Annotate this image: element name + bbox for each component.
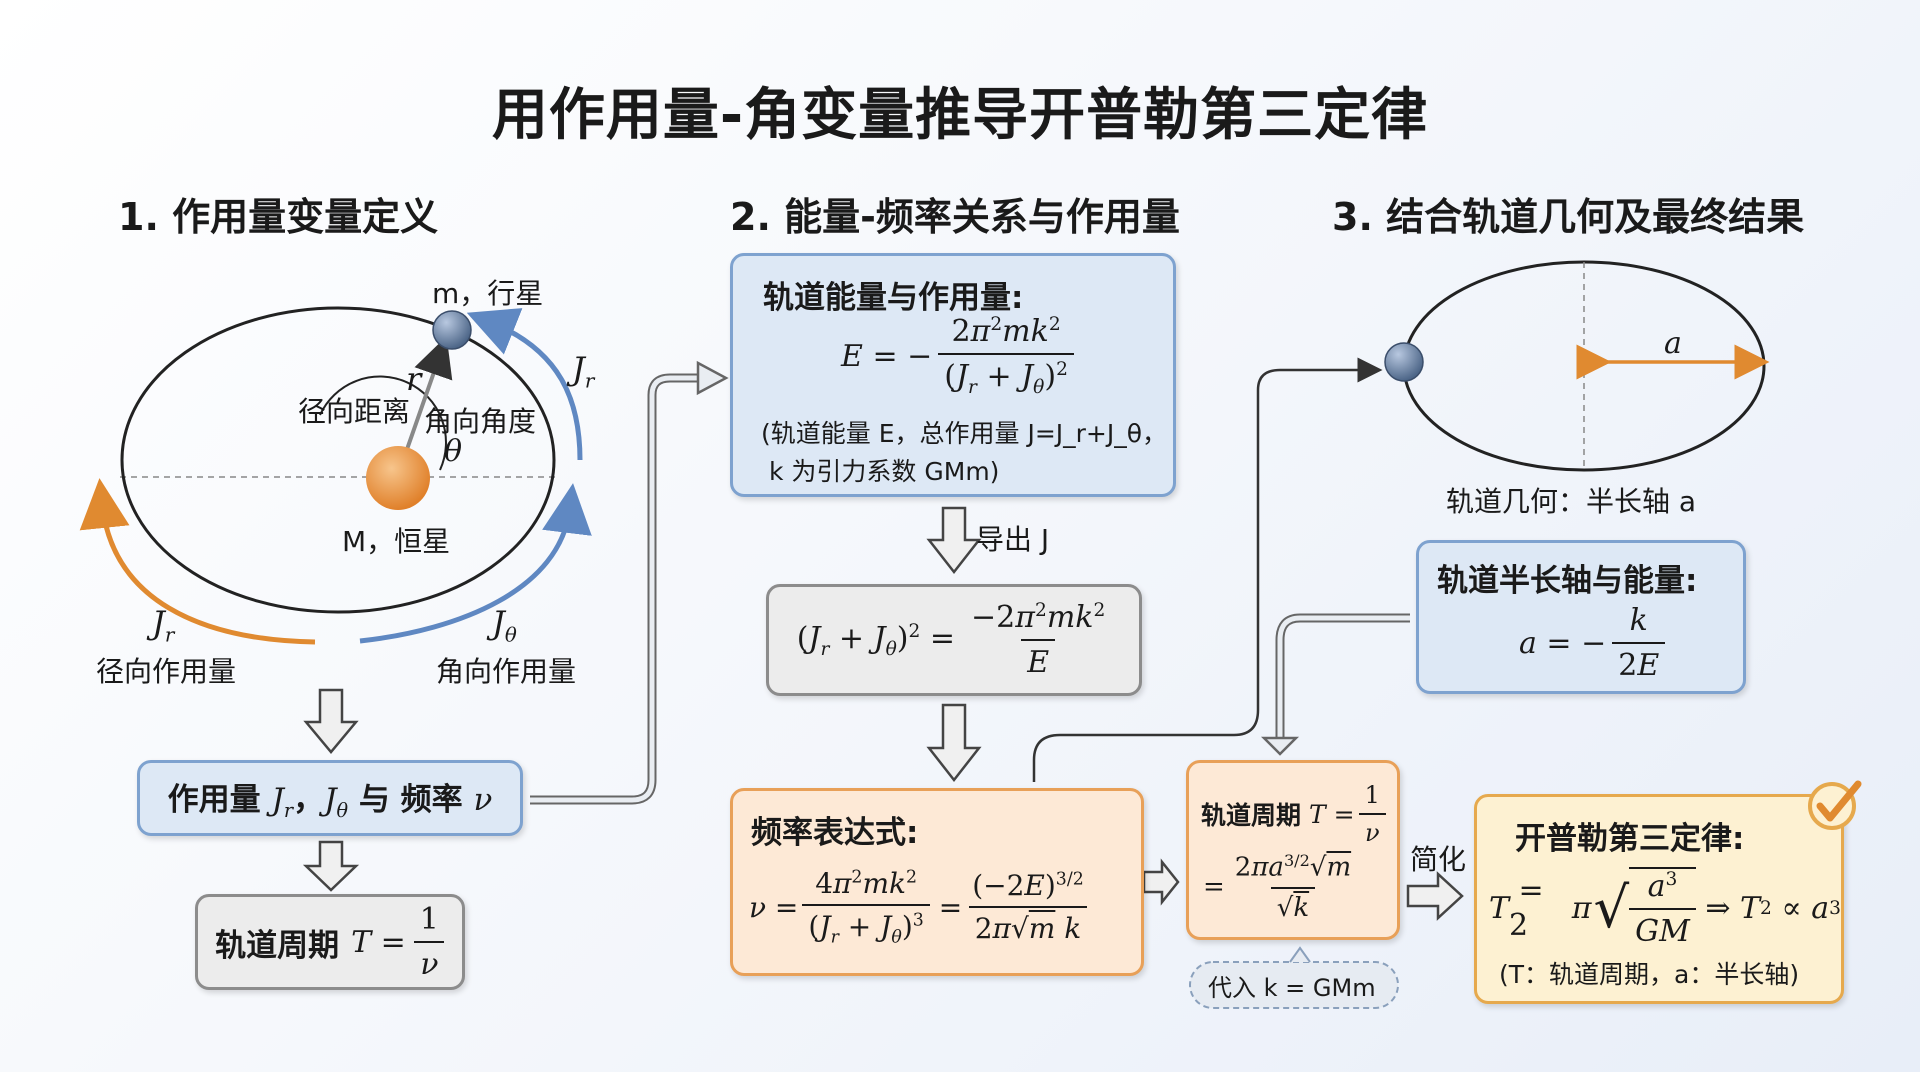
down-arrow-icon [302,688,360,892]
theta-symbol: θ [444,434,463,469]
jr-symbol: Jr [152,604,175,647]
radial-distance-label: 径向距离 [298,395,411,428]
down-arrow-icon [1260,736,1300,756]
section-3-title: 3. 结合轨道几何及最终结果 [1332,195,1805,239]
right-arrow-icon [696,360,729,396]
orbit-diagram-1 [79,306,592,645]
planet-icon [1384,342,1424,382]
jtheta-symbol: Jθ [492,604,517,647]
orbit-geometry-label: 轨道几何：半长轴 a [1446,485,1697,518]
angular-action-label: 角向作用量 [436,655,577,688]
semi-major-symbol: a [1664,326,1682,361]
energy-action-box: 轨道能量与作用量: E = − 2π2mk2 (Jr + Jθ)2 (轨道能量 … [730,253,1176,497]
section-2-title: 2. 能量-频率关系与作用量 [730,195,1180,239]
page-title: 用作用量-角变量推导开普勒第三定律 [491,83,1429,148]
angular-angle-label: 角向角度 [424,405,537,438]
star-icon [366,446,430,510]
total-action-box: (Jr + Jθ)2 = −2π2mk2 E [766,584,1142,696]
derive-j-label: 导出 J [976,523,1050,556]
section-1-title: 1. 作用量变量定义 [118,195,439,239]
checkmark-icon [1808,780,1862,830]
right-arrow-icon [1142,858,1180,906]
action-frequency-box: 作用量 Jr，Jθ 与 频率 ν [137,760,523,836]
energy-note-2: k 为引力系数 GMm) [769,457,1000,486]
star-label: M，恒星 [342,525,451,558]
angular-arrow-bottom [359,483,592,644]
right-arrow-icon [1406,871,1464,921]
frequency-box: 频率表达式: ν = 4π2mk2 (Jr + Jθ)3 = (−2E)3/2 … [730,788,1144,976]
radial-arrow [79,478,316,645]
semi-major-energy-box: 轨道半长轴与能量: a = − k 2E [1416,540,1746,694]
down-arrow-icon [926,506,982,783]
angular-arrow-top [466,308,583,461]
planet-icon [432,310,472,350]
connector-line [1032,357,1383,782]
orbit-ellipse [120,306,556,614]
simplify-label: 简化 [1410,843,1467,876]
substitute-label: 代入 k = GMm [1208,974,1376,1002]
radial-action-label: 径向作用量 [96,655,237,688]
kepler-note: (T：轨道周期，a：半长轴) [1499,960,1800,989]
orbit-diagram-3 [1384,260,1770,472]
angle-arc [319,375,447,471]
jr-top-symbol: Jr [572,350,595,393]
planet-label: m，行星 [432,277,544,310]
r-symbol: r [406,360,422,398]
energy-note-1: (轨道能量 E，总作用量 J=J_r+J_θ， [761,419,1168,448]
